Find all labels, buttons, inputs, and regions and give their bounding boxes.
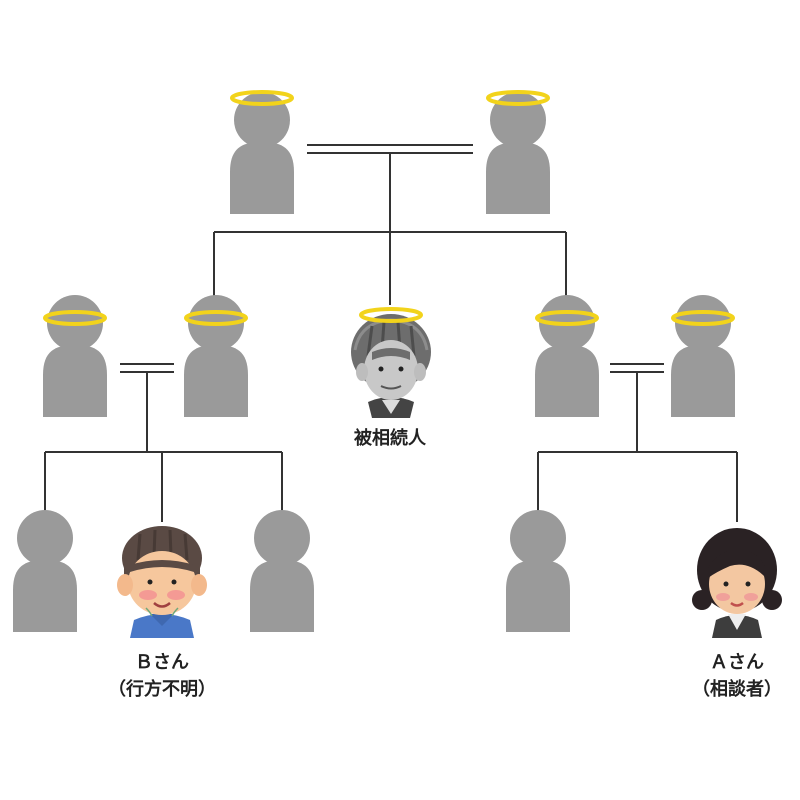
- elderly-man-portrait-icon: [351, 307, 431, 418]
- person-silhouette-icon: [506, 510, 570, 632]
- deceased-person-with-halo-icon: [535, 295, 599, 417]
- deceased-person-with-halo-icon: [230, 90, 294, 214]
- person-a-note: （相談者）: [692, 679, 782, 700]
- deceased-person-with-halo-icon: [43, 295, 107, 417]
- deceased-person-with-halo-icon: [184, 295, 248, 417]
- deceased-person-with-halo-icon: [671, 295, 735, 417]
- person-silhouette-icon: [250, 510, 314, 632]
- decedent-label: 被相続人: [354, 428, 426, 449]
- deceased-person-with-halo-icon: [486, 90, 550, 214]
- middle-aged-man-portrait-icon: [117, 526, 207, 638]
- person-a-name: Ａさん: [710, 652, 764, 673]
- person-silhouette-icon: [13, 510, 77, 632]
- person-b-note: （行方不明）: [108, 679, 216, 700]
- woman-in-suit-portrait-icon: [692, 528, 782, 638]
- person-b-name: Ｂさん: [135, 652, 189, 673]
